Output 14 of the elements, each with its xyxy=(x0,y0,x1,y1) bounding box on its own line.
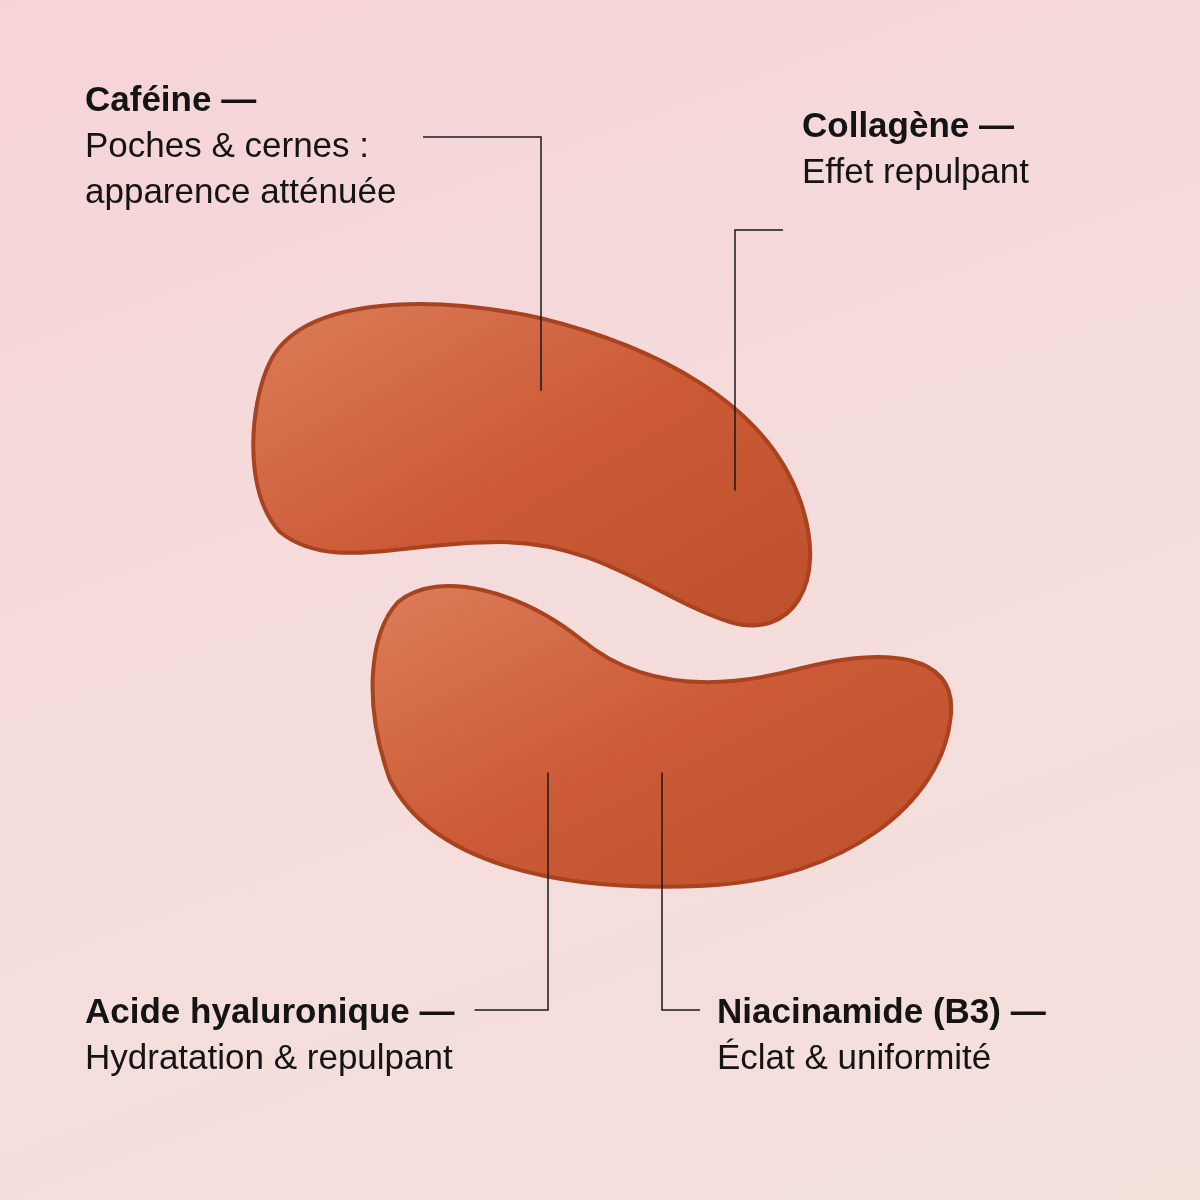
ingredient-heading: Collagène — xyxy=(802,104,1015,146)
leader-line xyxy=(734,229,784,492)
benefit-text: Éclat & uniformité xyxy=(717,1036,993,1078)
benefit-text: Poches & cernes : apparence atténuée xyxy=(85,124,398,212)
eye-patch-picture xyxy=(251,302,813,628)
benefit-text: Hydratation & repulpant xyxy=(85,1036,454,1078)
leader-line xyxy=(422,136,542,392)
leader-line xyxy=(661,771,701,1011)
leader-line xyxy=(473,771,549,1011)
ingredient-heading: Acide hyaluronique — xyxy=(85,990,455,1032)
ingredient-heading: Niacinamide (B3) — xyxy=(717,990,1046,1032)
eye-patch-picture xyxy=(370,584,954,889)
benefit-text: Effet repulpant xyxy=(802,150,1030,192)
ingredient-heading: Caféine — xyxy=(85,78,258,120)
